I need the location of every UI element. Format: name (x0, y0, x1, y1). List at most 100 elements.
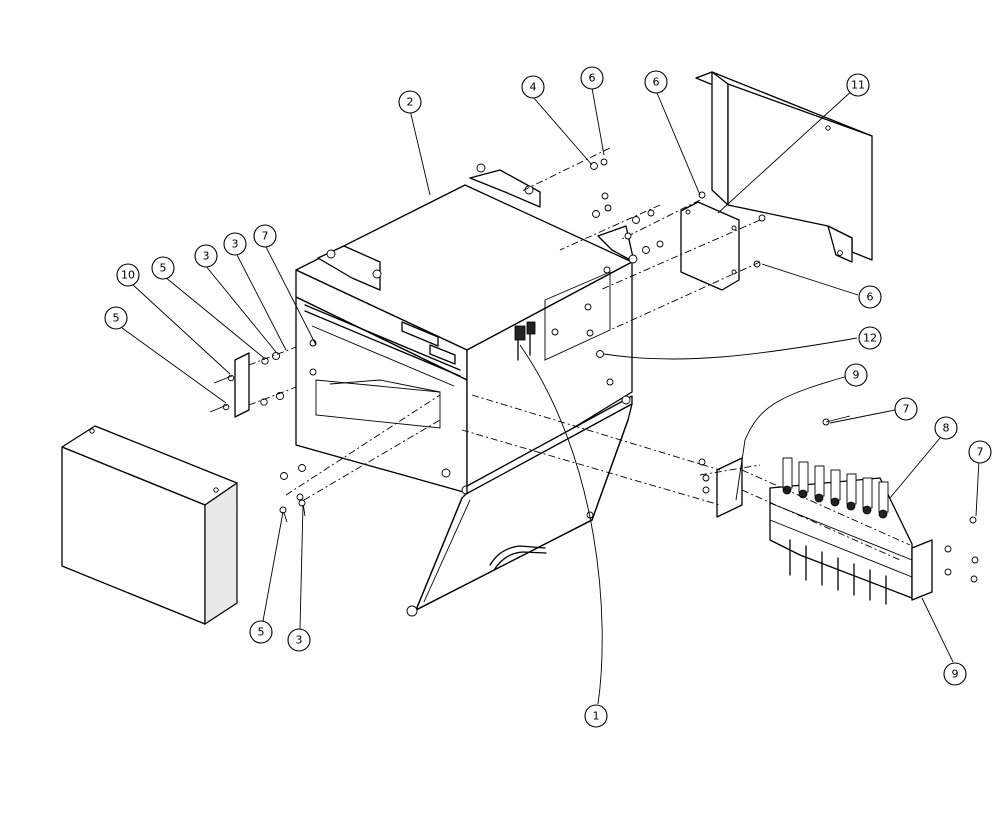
side-screw (596, 350, 604, 358)
leader-5b (164, 276, 265, 359)
callout-balloon-8: 8 (934, 416, 958, 440)
leader-6c (761, 263, 859, 296)
main-enclosure (295, 163, 638, 495)
tray-lip (423, 499, 471, 603)
svg-text:9: 9 (952, 668, 959, 681)
top-bolt (628, 254, 638, 264)
svg-text:9: 9 (853, 369, 860, 382)
front-cover-hole (213, 487, 219, 493)
valve-spool (846, 473, 857, 505)
leader-6a (591, 87, 605, 156)
screw (698, 191, 706, 199)
callout-balloon-3: 3 (194, 244, 218, 268)
rear-cover-back (727, 83, 873, 261)
leader-11 (717, 87, 856, 214)
washer (260, 398, 268, 406)
tray-edge (415, 519, 593, 611)
washer (656, 240, 664, 248)
tray-pin (406, 605, 418, 617)
assembly-line (303, 419, 441, 501)
svg-text:5: 5 (113, 312, 120, 325)
nut (592, 210, 600, 218)
svg-text:3: 3 (203, 250, 210, 263)
nut (702, 486, 710, 494)
callout-balloon-5: 5 (249, 620, 273, 644)
slide-rail (311, 325, 455, 387)
front-screw (441, 468, 451, 478)
washer (758, 214, 766, 222)
tray-edge (415, 497, 463, 611)
front-opening (315, 379, 441, 429)
enclosure-right-side (466, 261, 633, 494)
svg-text:7: 7 (977, 446, 984, 459)
assembly-line (559, 204, 661, 251)
svg-text:10: 10 (121, 269, 135, 282)
screw-shank (213, 375, 233, 384)
leader-4 (532, 96, 593, 166)
svg-text:8: 8 (943, 422, 950, 435)
spool-fitting (878, 509, 888, 519)
rail-bracket (429, 344, 456, 365)
callout-balloon-9: 9 (844, 363, 868, 387)
svg-text:5: 5 (258, 626, 265, 639)
leader-7c (264, 244, 317, 346)
assembly-line (741, 469, 911, 546)
washer (604, 204, 612, 212)
screw (298, 499, 306, 507)
washer (601, 192, 609, 200)
svg-text:3: 3 (296, 634, 303, 647)
leader-5a (121, 327, 227, 404)
electrical-component (514, 321, 536, 361)
callout-balloon-4: 4 (521, 75, 545, 99)
rear-hardware (519, 147, 766, 331)
washer (600, 158, 608, 166)
valve-body (769, 477, 913, 599)
svg-text:7: 7 (903, 403, 910, 416)
nut (971, 556, 979, 564)
slide-rail (304, 310, 461, 377)
valve-spool (862, 477, 873, 509)
valve-bank (461, 394, 979, 605)
valve-spool (814, 465, 825, 497)
plate-hole (731, 225, 737, 231)
leader-12 (603, 337, 858, 360)
rear-cover-foot (827, 225, 853, 263)
leader-3c (299, 504, 304, 630)
hinged-tray (406, 403, 633, 617)
plate-hole (685, 209, 691, 215)
valve-spool (830, 469, 841, 501)
callout-balloon-7: 7 (253, 224, 277, 248)
valve-spool (798, 461, 809, 493)
rear-cover-hole (837, 250, 843, 256)
leader-3a (204, 264, 277, 353)
callout-balloons: 1 2 3 3 3 4 5 5 5 6 6 6 (104, 66, 992, 728)
callout-balloon-7: 7 (968, 440, 992, 464)
callout-balloon-7: 7 (894, 397, 918, 421)
washer (647, 209, 655, 217)
spool-fitting (862, 505, 872, 515)
side-screw (606, 378, 614, 386)
assembly-line (519, 147, 611, 193)
front-hardware (279, 394, 441, 523)
leader-3b (235, 252, 287, 351)
callout-balloon-5: 5 (151, 256, 175, 280)
valve-mount-plate (911, 539, 933, 601)
top-bolt (476, 163, 486, 173)
valve-spools-top (782, 457, 889, 519)
front-cover-hole (89, 428, 95, 434)
side-window (544, 271, 611, 361)
screw (969, 516, 977, 524)
front-screw (309, 368, 317, 376)
spool-fitting (846, 501, 856, 511)
assembly-line (285, 394, 441, 496)
front-cover (61, 425, 238, 626)
leader-2 (409, 109, 431, 196)
callout-balloon-6: 6 (858, 285, 882, 309)
side-screw (584, 303, 592, 311)
leader-7b (975, 459, 980, 517)
nut (642, 246, 650, 254)
rail-bracket (401, 321, 439, 347)
svg-text:12: 12 (863, 332, 877, 345)
